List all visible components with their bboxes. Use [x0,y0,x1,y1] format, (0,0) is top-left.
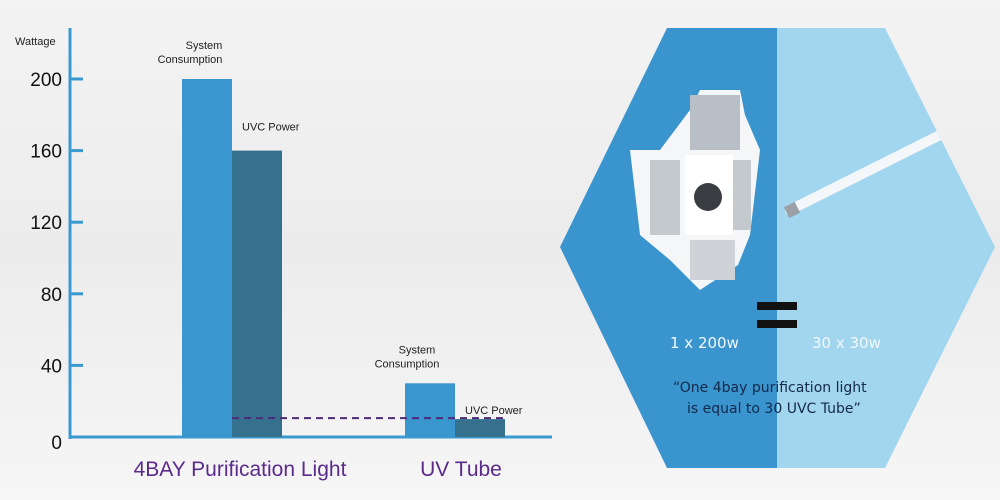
hexagon-panel: 1 x 200w 30 x 30w “One 4bay purification l… [560,28,995,468]
bar-uvc-power [232,150,282,437]
led-panel-bottom [690,240,735,280]
category-label: 4BAY Purification Light [134,458,347,481]
y-tick-label: 160 [30,142,62,163]
fan-icon [694,183,722,211]
led-panel-left [650,160,680,235]
bar-uvc-power [455,419,505,437]
led-panel-right [733,160,751,230]
y-tick-label: 40 [41,356,62,377]
right-value-label: 30 x 30w [812,334,881,352]
uv-tube-image [785,120,965,215]
y-axis-label: Wattage [15,36,56,48]
equals-icon [757,302,797,310]
y-tick-label: 80 [41,285,62,306]
left-value-label: 1 x 200w [670,334,739,352]
bar-label: System [186,40,223,52]
quote-line-1: “One 4bay purification light [673,380,867,396]
bar-label: UVC Power [242,122,300,134]
bar-label: Consumption [158,54,223,66]
bar-label: Consumption [375,358,440,370]
bar-system-consumption [182,79,232,437]
bar-label: System [399,344,436,356]
y-tick-label: 120 [30,213,62,234]
equals-icon [757,320,797,328]
quote-line-2: is equal to 30 UVC Tube” [687,401,861,417]
led-panel-top [690,95,740,150]
bar-label: UVC Power [465,405,523,417]
bar-system-consumption [405,383,455,437]
y-tick-label: 0 [51,433,62,454]
category-label: UV Tube [420,458,502,481]
y-tick-label: 200 [30,70,62,91]
uv-tube-cap [783,201,801,219]
